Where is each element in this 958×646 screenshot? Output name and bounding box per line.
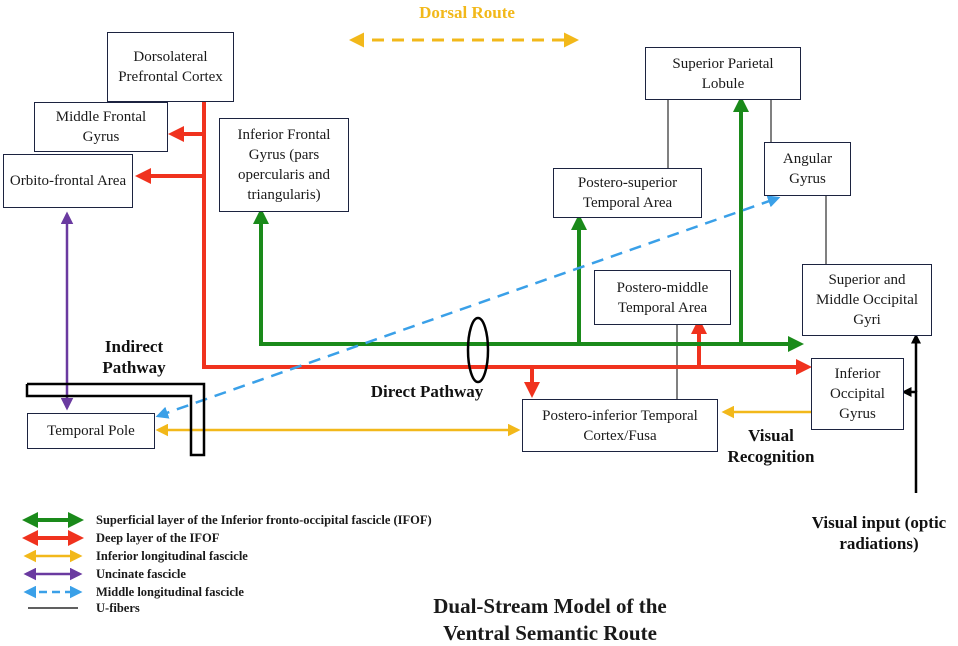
visual-input-arrow	[901, 387, 918, 493]
box-postero-middle-temporal-area: Postero-middle Temporal Area	[594, 270, 731, 325]
box-postero-inferior-temporal-cortex: Postero-inferior Temporal Cortex/Fusa	[522, 399, 718, 452]
blue-dashed-arrow-icon	[23, 585, 83, 599]
box-superior-parietal-lobule: Superior Parietal Lobule	[645, 47, 801, 100]
legend-label-1: Deep layer of the IFOF	[96, 531, 220, 545]
legend-label-0: Superficial layer of the Inferior fronto…	[96, 513, 432, 527]
legend-label-5: U-fibers	[96, 601, 140, 615]
legend-item-1	[22, 530, 84, 546]
red-double-arrow-icon	[22, 530, 84, 546]
box-temporal-pole: Temporal Pole	[27, 413, 155, 449]
indirect-pathway-bracket	[25, 382, 206, 457]
mdlf-tp-ag	[155, 195, 781, 419]
black-line-icon	[28, 607, 78, 609]
box-dlpfc: Dorsolateral Prefrontal Cortex	[107, 32, 234, 102]
box-angular-gyrus: Angular Gyrus	[764, 142, 851, 196]
legend-item-0	[22, 512, 84, 528]
dorsal-route-label: Dorsal Route	[419, 3, 515, 22]
legend-label-3: Uncinate fascicle	[96, 567, 186, 581]
legend-item-3	[22, 566, 84, 582]
legend-label-2: Inferior longitudinal fascicle	[96, 549, 248, 563]
diagram-title-line-1: Dual-Stream Model of the	[433, 594, 667, 618]
green-double-arrow-icon	[22, 512, 84, 528]
purple-double-arrow-icon	[23, 567, 83, 581]
diagram-title-line-2: Ventral Semantic Route	[443, 621, 657, 645]
legend-item-5	[22, 600, 84, 616]
direct-pathway-ellipse	[466, 316, 490, 384]
yellow-double-arrow-icon	[23, 549, 83, 563]
box-superior-middle-occipital-gyri: Superior and Middle Occipital Gyri	[802, 264, 932, 336]
indirect-pathway-label: Indirect Pathway	[102, 337, 166, 377]
box-orbito-frontal-area: Orbito-frontal Area	[3, 154, 133, 208]
box-inferior-occipital-gyrus: Inferior Occipital Gyrus	[811, 358, 904, 430]
direct-pathway-label: Direct Pathway	[370, 382, 484, 401]
legend-label-4: Middle longitudinal fascicle	[96, 585, 244, 599]
box-inferior-frontal-gyrus: Inferior Frontal Gyrus (pars opercularis…	[219, 118, 349, 212]
legend-item-2	[22, 548, 84, 564]
legend-item-4	[22, 584, 84, 600]
box-postero-superior-temporal-area: Postero-superior Temporal Area	[553, 168, 702, 218]
box-middle-frontal-gyrus: Middle Frontal Gyrus	[34, 102, 168, 152]
visual-recognition-label: Visual Recognition	[727, 426, 815, 466]
visual-input-label: Visual input (optic radiations)	[811, 513, 947, 553]
